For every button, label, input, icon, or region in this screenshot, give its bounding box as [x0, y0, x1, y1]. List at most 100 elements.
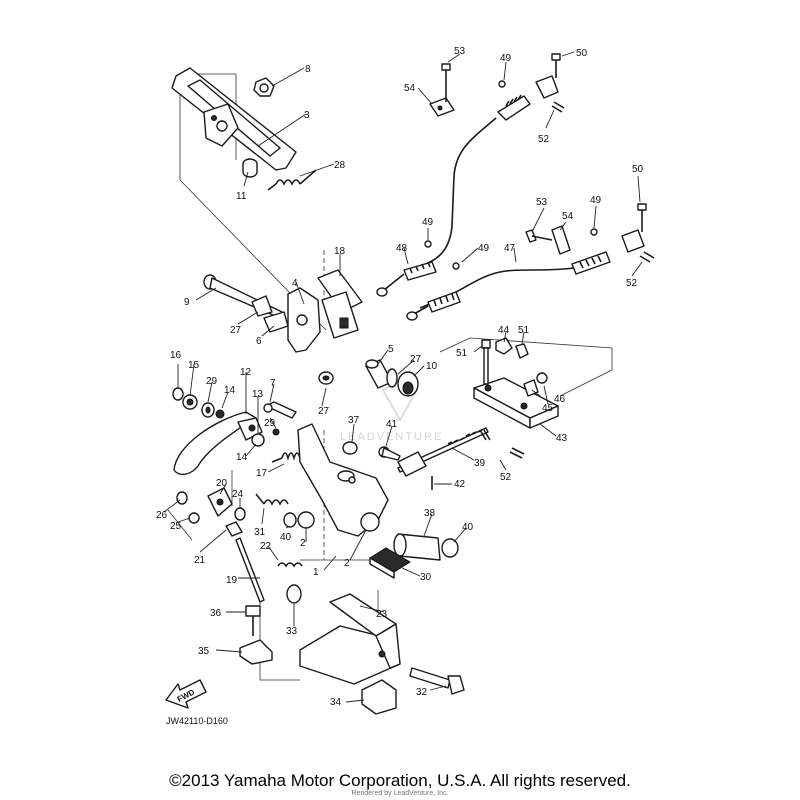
callout: 13: [252, 389, 264, 400]
block-43: [473, 377, 559, 429]
washer-29: [201, 402, 215, 418]
callout: 14: [224, 385, 236, 396]
callout: 46: [554, 394, 566, 405]
watermark: LEADVENTURE: [340, 380, 441, 443]
callout: 32: [416, 687, 428, 698]
callout: 11: [236, 191, 247, 202]
rod-19: [235, 537, 265, 603]
callout: 50: [632, 164, 644, 175]
washer-49-right: [590, 228, 598, 236]
callout: 49: [500, 53, 512, 64]
nut-8: [253, 77, 275, 97]
washer-25: [188, 512, 200, 524]
bolt-36: [245, 605, 261, 636]
callout: 10: [426, 361, 438, 372]
fwd-arrow-icon: FWD: [165, 679, 207, 709]
callout: 7: [270, 378, 276, 389]
leader-lines: [163, 51, 643, 703]
callout: 19: [226, 575, 238, 586]
collar-11: [242, 158, 258, 178]
callout: 52: [626, 278, 638, 289]
bolt-9: [203, 274, 289, 333]
base-bracket-23: [299, 593, 401, 685]
callout: 27: [410, 354, 422, 365]
drawing-code: JW42110-D160: [166, 716, 228, 726]
callout: 41: [386, 419, 398, 430]
callout: 51: [456, 348, 468, 359]
arm-20: [207, 487, 233, 517]
washer-40-left: [283, 512, 297, 528]
plate-35: [239, 639, 273, 665]
callout: 31: [254, 527, 266, 538]
callout: 50: [576, 48, 588, 59]
pad-30: [369, 547, 411, 579]
callout: 38: [424, 508, 436, 519]
clamp-54-right: [551, 225, 571, 255]
bolt-46: [536, 372, 548, 384]
collar-24: [234, 507, 246, 521]
callout: 21: [194, 555, 206, 566]
callout: 53: [536, 197, 548, 208]
callout: 49: [422, 217, 434, 228]
reference-lines: [167, 73, 613, 681]
callout: 40: [462, 522, 474, 533]
bolt-50-right: [637, 203, 647, 232]
bolt-53-top: [441, 63, 451, 102]
main-lever-1: [297, 423, 389, 537]
washer-26: [176, 491, 188, 505]
callout: 24: [232, 489, 244, 500]
callout: 2: [300, 538, 306, 549]
pin-52-c: [479, 429, 491, 441]
callout: 34: [330, 697, 342, 708]
callout: 15: [188, 360, 200, 371]
pin-52-right: [639, 251, 655, 263]
callout: 49: [478, 243, 490, 254]
spring-31: [255, 493, 289, 506]
lever-12: [173, 411, 263, 476]
callout: 16: [170, 350, 182, 361]
callout: 37: [348, 415, 360, 426]
clamp-54-top: [429, 97, 455, 117]
callout: 35: [198, 646, 210, 657]
plate-34: [361, 679, 397, 715]
pin-52-d: [509, 447, 525, 459]
callout: 33: [286, 626, 298, 637]
bushing-13: [251, 433, 265, 447]
pedal-pad: [171, 67, 297, 171]
bolt-53-right: [525, 229, 553, 243]
callout: 52: [538, 134, 550, 145]
callout: 47: [504, 243, 516, 254]
callout: 23: [376, 609, 388, 620]
callout: 40: [280, 532, 292, 543]
callout: 6: [256, 336, 262, 347]
washer-15: [182, 394, 198, 410]
callout: 27: [230, 325, 242, 336]
callout: 49: [590, 195, 602, 206]
callout: 39: [474, 458, 486, 469]
callout: 44: [498, 325, 510, 336]
callout-labels: 1 2 2 3 4 5 6 7 8 9 10 11 12 13 14 14 15…: [156, 46, 644, 708]
callout: 4: [292, 278, 298, 289]
callout: 48: [396, 243, 408, 254]
washer-29-b: [272, 428, 280, 436]
callout: 8: [305, 64, 311, 75]
nut-51-right: [515, 343, 529, 359]
spring-28: [267, 169, 317, 191]
bushing-10: [397, 371, 419, 397]
copyright-text: ©2013 Yamaha Motor Corporation, U.S.A. A…: [169, 771, 631, 790]
callout: 51: [518, 325, 530, 336]
callout: 30: [420, 572, 432, 583]
cable-47: [406, 229, 645, 321]
nut-21: [225, 521, 243, 537]
washer-49-mid: [424, 240, 432, 248]
callout: 14: [236, 452, 248, 463]
callout: 12: [240, 367, 252, 378]
collar-38: [393, 533, 441, 561]
cable-48: [376, 75, 559, 297]
collar-37: [342, 441, 358, 455]
spring-17: [271, 452, 301, 463]
clip-14: [215, 409, 225, 419]
pin-52-top: [551, 101, 565, 113]
washer-16: [172, 387, 184, 401]
bolt-32: [409, 667, 465, 695]
